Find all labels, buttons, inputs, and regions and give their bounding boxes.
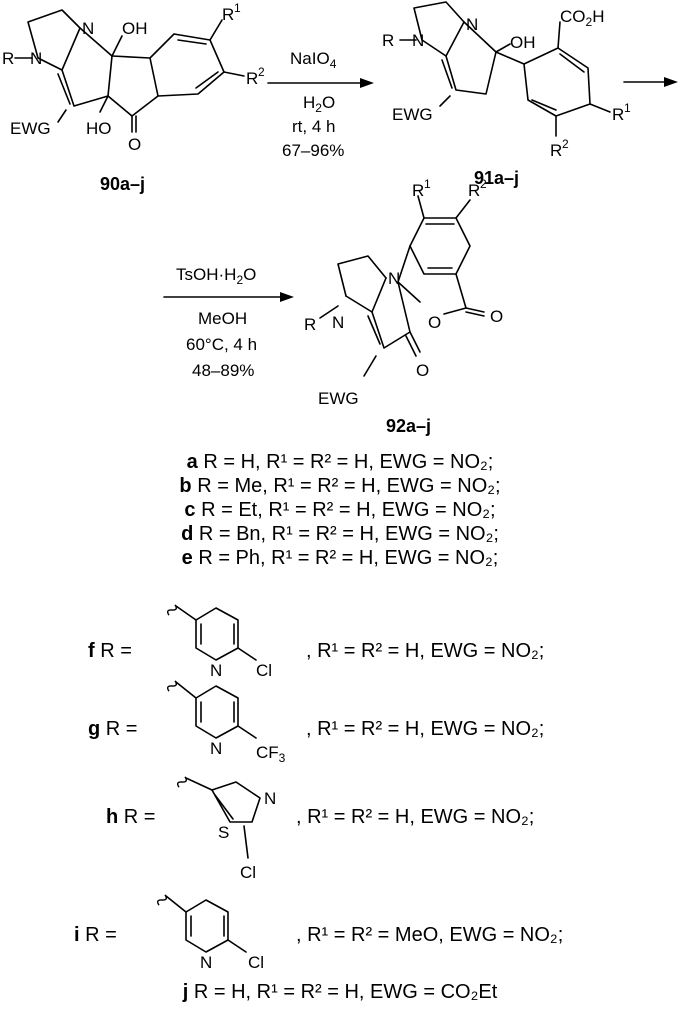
condition-yield: 67–96%	[282, 141, 344, 160]
atom-label: EWG	[10, 119, 51, 138]
variant-g-tail: , R¹ = R² = H, EWG = NO₂;	[306, 718, 545, 740]
substituent-f-structure: N Cl	[166, 604, 272, 680]
condition-reagent: NaIO4	[290, 49, 337, 71]
atom-label: R	[2, 49, 14, 68]
variant-g: g R =	[88, 718, 138, 740]
atom-label: N	[466, 15, 478, 34]
atom-label: Cl	[256, 661, 272, 680]
variant-i: i R =	[74, 924, 117, 946]
atom-label: N	[264, 789, 276, 808]
atom-superscript: 2	[480, 177, 487, 191]
variant-i-tail: , R¹ = R² = MeO, EWG = NO₂;	[296, 924, 564, 946]
atom-superscript: 2	[258, 65, 265, 79]
variant-f-tail: , R¹ = R² = H, EWG = NO₂;	[306, 640, 545, 662]
atom-label: CO2H	[560, 7, 604, 29]
atom-label: R	[222, 5, 234, 24]
atom-label: O	[428, 313, 441, 332]
variant-h-tail: , R¹ = R² = H, EWG = NO₂;	[296, 806, 535, 828]
continuation-arrow	[623, 77, 678, 87]
atom-superscript: 1	[424, 177, 431, 191]
atom-label: EWG	[318, 389, 359, 408]
structure-92: R 1 R 2 R N N O O O EWG 92a–j	[304, 177, 503, 436]
variant-h: h R =	[106, 806, 156, 828]
atom-label: R	[412, 181, 424, 200]
variant-list: a R = H, R¹ = R² = H, EWG = NO₂; b R = M…	[0, 450, 680, 570]
atom-label: Cl	[248, 953, 264, 972]
atom-label: R	[246, 69, 258, 88]
atom-label: O	[128, 135, 141, 154]
atom-label: OH	[510, 33, 536, 52]
structure-91: R N N OH EWG CO2H R 1 R 2 91a–j	[382, 1, 631, 188]
compound-label-91: 91a–j	[474, 168, 519, 188]
atom-label: OH	[122, 19, 148, 38]
atom-label: R	[382, 31, 394, 50]
atom-label: R	[612, 105, 624, 124]
variant-b: b R = Me, R¹ = R² = H, EWG = NO₂;	[179, 475, 501, 497]
compound-label-90: 90a–j	[100, 174, 145, 194]
atom-label: R	[304, 315, 316, 334]
variant-a: a R = H, R¹ = R² = H, EWG = NO₂;	[186, 451, 494, 473]
atom-label: CF3	[256, 743, 286, 765]
atom-label: N	[200, 953, 212, 972]
substituent-h-structure: N S Cl	[176, 776, 276, 882]
compound-label-92: 92a–j	[386, 416, 431, 436]
atom-label: N	[30, 49, 42, 68]
condition-solvent: H2O	[303, 93, 335, 115]
atom-label: R	[468, 181, 480, 200]
variant-j: j R = H, R¹ = R² = H, EWG = CO₂Et	[182, 981, 498, 1003]
condition-temp-time: 60°C, 4 h	[186, 335, 257, 354]
atom-label: EWG	[392, 105, 433, 124]
atom-label: O	[490, 307, 503, 326]
variant-e: e R = Ph, R¹ = R² = H, EWG = NO₂;	[181, 547, 499, 569]
condition-reagent: TsOH·H2O	[176, 265, 256, 287]
atom-label: S	[218, 823, 229, 842]
atom-superscript: 1	[234, 1, 241, 15]
atom-label: R	[550, 141, 562, 160]
atom-label: N	[82, 19, 94, 38]
atom-label: N	[332, 313, 344, 332]
atom-label: HO	[86, 119, 112, 138]
atom-label: N	[388, 269, 400, 288]
condition-yield: 48–89%	[192, 361, 254, 380]
reaction-arrow-2: TsOH·H2O MeOH 60°C, 4 h 48–89%	[163, 265, 294, 380]
atom-label: O	[416, 361, 429, 380]
atom-label: N	[210, 661, 222, 680]
substituent-i-structure: N Cl	[156, 894, 264, 972]
atom-label: Cl	[240, 863, 256, 882]
reaction-arrow-1: NaIO4 H2O rt, 4 h 67–96%	[267, 49, 374, 160]
structure-90: R N N OH EWG HO O R 1 R 2 90a–j	[2, 1, 265, 194]
atom-superscript: 2	[562, 137, 569, 151]
variant-c: c R = Et, R¹ = R² = H, EWG = NO₂;	[184, 499, 496, 521]
substituent-g-structure: N CF3	[166, 680, 286, 765]
condition-solvent: MeOH	[198, 309, 247, 328]
condition-temp-time: rt, 4 h	[292, 117, 335, 136]
variant-f: f R =	[88, 640, 132, 662]
atom-label: N	[412, 31, 424, 50]
atom-label: N	[210, 739, 222, 758]
variant-d: d R = Bn, R¹ = R² = H, EWG = NO₂;	[181, 523, 499, 545]
atom-superscript: 1	[624, 101, 631, 115]
